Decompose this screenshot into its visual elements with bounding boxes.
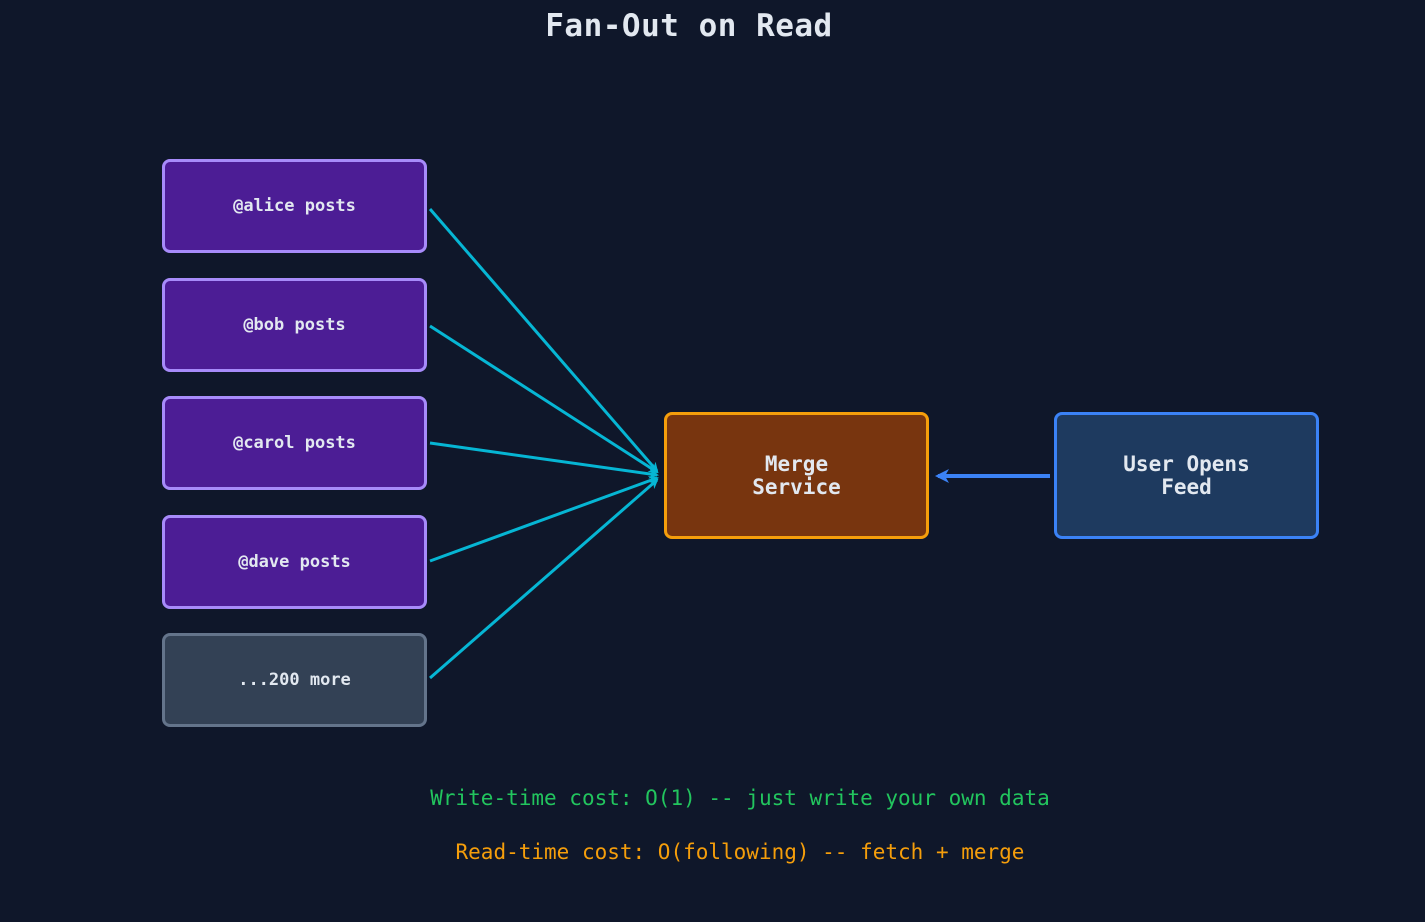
merge-service-node: Merge Service — [664, 412, 929, 539]
write-cost-note: Write-time cost: O(1) -- just write your… — [430, 786, 1050, 810]
source-node-bob: @bob posts — [162, 278, 427, 372]
read-cost-note: Read-time cost: O(following) -- fetch + … — [455, 840, 1025, 864]
source-node-alice: @alice posts — [162, 159, 427, 253]
source-node-more: ...200 more — [162, 633, 427, 727]
source-node-carol: @carol posts — [162, 396, 427, 490]
user-opens-feed-node: User Opens Feed — [1054, 412, 1319, 539]
edge-dave-to-merge — [429, 476, 659, 563]
edge-carol-to-merge — [429, 441, 659, 479]
edge-alice-to-merge — [428, 208, 659, 473]
source-node-dave: @dave posts — [162, 515, 427, 609]
edge-bob-to-merge — [429, 324, 659, 474]
diagram-title: Fan-Out on Read — [545, 8, 833, 44]
edge-more-to-merge — [429, 478, 659, 680]
